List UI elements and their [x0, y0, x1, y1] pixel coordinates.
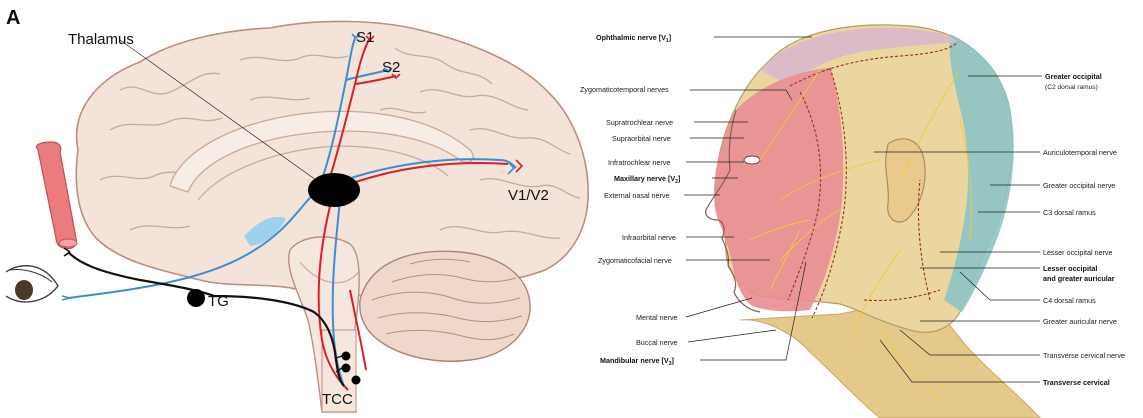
label-lesser-occipital-nerve: Lesser occipital nerve	[1043, 248, 1113, 257]
vessel-opening	[59, 239, 77, 247]
label-greater-occipital-top: Greater occipital	[1045, 72, 1102, 81]
label-mental: Mental nerve	[636, 313, 678, 322]
label-c3-dorsal-ramus: C3 dorsal ramus	[1043, 208, 1096, 217]
label-external-nasal: External nasal nerve	[604, 191, 670, 200]
label-tcc: TCC	[322, 391, 353, 408]
label-tg: TG	[208, 293, 229, 310]
label-zygomaticofacial: Zygomaticofacial nerve	[598, 256, 672, 265]
label-s2: S2	[382, 59, 400, 76]
label-ophthalmic-nerve: Ophthalmic nerve [V1]	[596, 33, 671, 44]
label-greater-occipital-top-sub: (C2 dorsal ramus)	[1045, 84, 1098, 91]
cerebellum	[360, 251, 530, 361]
label-lesser-and-greater-2: and greater auricular	[1043, 274, 1115, 283]
face-eye	[744, 156, 760, 164]
meningeal-vessel	[37, 142, 77, 249]
label-greater-occipital-nerve: Greater occipital nerve	[1043, 181, 1115, 190]
label-lesser-and-greater-1: Lesser occipital	[1043, 264, 1097, 273]
label-zygomaticotemporal: Zygomaticotemporal nerves	[580, 85, 669, 94]
thalamus-body	[308, 173, 360, 207]
label-supraorbital: Supraorbital nerve	[612, 134, 671, 143]
label-supratrochlear: Supratrochlear nerve	[606, 118, 673, 127]
label-transverse-cervical: Transverse cervical	[1043, 378, 1110, 387]
label-v1-v2: V1/V2	[508, 187, 549, 204]
label-infraorbital: Infraorbital nerve	[622, 233, 676, 242]
label-transverse-cervical-nerve: Transverse cervical nerve	[1043, 351, 1125, 360]
tg-ganglion	[187, 289, 205, 307]
label-buccal: Buccal nerve	[636, 338, 678, 347]
label-s1: S1	[356, 29, 374, 46]
label-thalamus: Thalamus	[68, 31, 134, 48]
label-auriculotemporal: Auriculotemporal nerve	[1043, 148, 1117, 157]
panel-letter: A	[6, 7, 20, 29]
left-panel-brain-diagram: A	[6, 7, 588, 412]
label-greater-auricular: Greater auricular nerve	[1043, 317, 1117, 326]
eye-icon	[6, 266, 58, 302]
right-panel-head-diagram: Ophthalmic nerve [V1] Zygomaticotemporal…	[580, 25, 1125, 418]
label-maxillary-nerve: Maxillary nerve [V2]	[614, 174, 680, 185]
label-infratrochlear: Infratrochlear nerve	[608, 158, 670, 167]
label-c4-dorsal-ramus: C4 dorsal ramus	[1043, 296, 1096, 305]
label-mandibular-nerve: Mandibular nerve [V3]	[600, 356, 674, 367]
